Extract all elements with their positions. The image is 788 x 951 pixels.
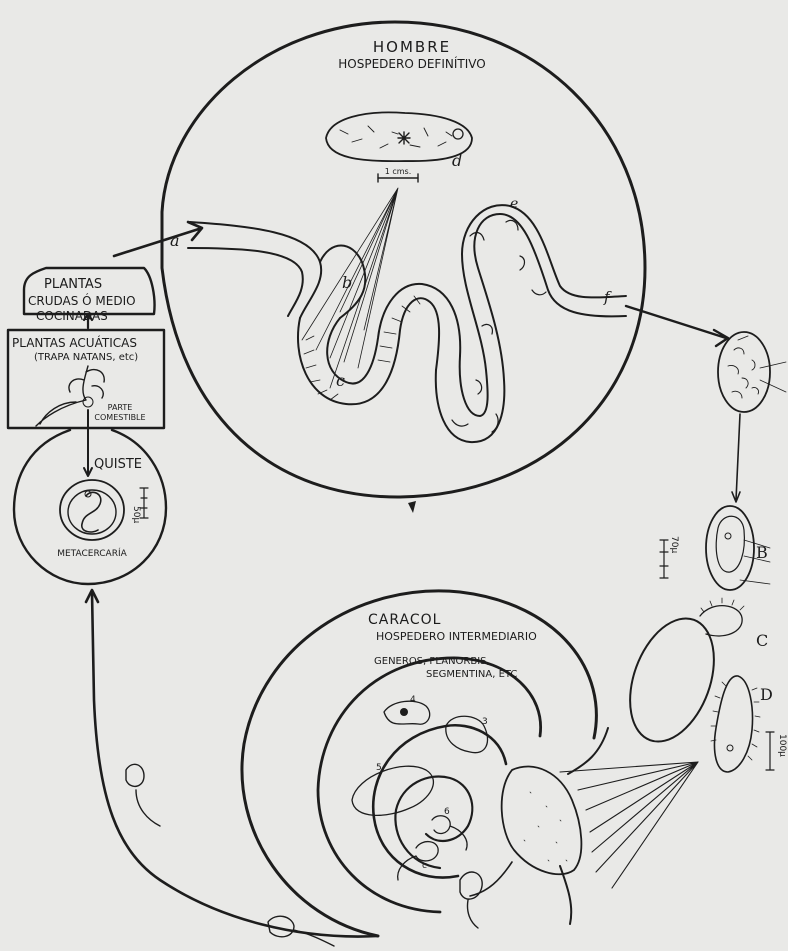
- small-arrow-mark: [408, 501, 416, 513]
- metacercaria-label: METACERCARÍA: [57, 547, 127, 559]
- egg-scale-bar: [660, 540, 668, 578]
- intestine-coil-inner: [460, 205, 626, 416]
- snail-group: CARACOL HOSPEDERO INTERMEDIARIO GENEROS,…: [242, 591, 608, 936]
- cyst-scale-label: 50μ: [131, 506, 141, 523]
- embryo-inside: [716, 516, 744, 572]
- adult-fluke-sucker: [398, 132, 410, 144]
- aquatic-plants-title: PLANTAS ACUÁTICAS: [12, 335, 137, 350]
- label-b: b: [342, 273, 352, 292]
- cyst-circle: [14, 430, 166, 584]
- adult-fluke-texture: [340, 126, 452, 148]
- definitive-host-circle-group: HOMBRE HOSPEDERO DEFINÍTIVO d 1 cms. b c…: [114, 22, 645, 513]
- edible-part-nut: [83, 397, 93, 407]
- edible-part-label-1: PARTE: [108, 403, 133, 412]
- snail-title: CARACOL: [368, 612, 441, 628]
- stage-number-3: 3: [482, 717, 488, 727]
- miracidium-eyespot: [727, 745, 733, 751]
- stage-number-c: c: [422, 861, 427, 871]
- label-d: d: [452, 151, 462, 170]
- label-a: a: [170, 231, 180, 250]
- metacercaria-body: [82, 492, 101, 532]
- duodenum-hatching: [304, 296, 420, 400]
- cyst-group: QUISTE 50μ METACERCARÍA: [14, 430, 166, 584]
- label-c: c: [336, 371, 345, 390]
- edible-part-label-2: COMESTIBLE: [94, 413, 145, 422]
- aquatic-plants-example: (TRAPA NATANS, etc): [34, 352, 138, 363]
- snail-subtitle: HOSPEDERO INTERMEDIARIO: [376, 630, 537, 643]
- return-path-group: [86, 590, 378, 946]
- infection-rays: [560, 762, 698, 888]
- snail-body-stipple: [524, 792, 567, 861]
- definitive-host-subtitle: HOSPEDERO DEFINÍTIVO: [338, 56, 485, 71]
- raw-plants-line-1: PLANTAS: [44, 277, 102, 292]
- definitive-host-circle: [162, 22, 645, 497]
- definitive-host-title: HOMBRE: [373, 38, 451, 56]
- intestine-rugae: [452, 220, 546, 432]
- arrow-plant-to-cyst: [84, 410, 92, 476]
- snail-genera-line-1: GENEROS, PLANORBIS,: [374, 656, 490, 667]
- oral-sucker: [453, 129, 463, 139]
- raw-plants-line-3: COCINADAS: [36, 309, 108, 323]
- stage-number-6: 6: [444, 807, 450, 817]
- miracidium-scale-bar: [766, 732, 774, 770]
- stage-number-4: 4: [410, 695, 416, 705]
- miracidium-scale-label: 100μ: [777, 734, 787, 757]
- cercaria-free-1: [126, 764, 160, 826]
- egg-scale-label: 70μ: [669, 536, 679, 553]
- egg-stages-group: B 70μ C D 100μ: [560, 306, 787, 888]
- cyst-wall-outer: [60, 480, 124, 540]
- egg-unembryonated: [718, 332, 770, 412]
- esophagus-tube-inner: [188, 248, 303, 316]
- egg-shell-hatched: [614, 607, 729, 753]
- cercaria-escaping: [460, 872, 482, 928]
- egg-granules: [728, 336, 759, 398]
- snail-spiral-core: [395, 776, 472, 868]
- miracidium-free: [715, 676, 753, 772]
- stage-C-label: C: [756, 631, 768, 650]
- scale-1cm-label: 1 cms.: [385, 167, 412, 176]
- snail-foot-lobe: [470, 862, 512, 896]
- snail-body: [502, 767, 582, 875]
- raw-plants-line-2: CRUDAS Ó MEDIO: [28, 293, 136, 308]
- sporocyst-4-germ: [400, 708, 408, 716]
- duodenum-loop: [298, 298, 439, 404]
- arrow-excretion-to-egg: [626, 306, 728, 346]
- redia-5: [352, 766, 433, 815]
- embryo-eyespot: [725, 533, 731, 539]
- arrow-egg-to-embryo: [732, 414, 740, 502]
- egg-pointer: [760, 362, 786, 392]
- snail-tentacle-upper: [568, 728, 608, 774]
- cercaria-6: [432, 816, 467, 850]
- stage-B-label: B: [756, 543, 768, 562]
- snail-spiral-inner: [373, 725, 506, 877]
- snail-spiral-middle: [318, 658, 541, 912]
- cyst-label: QUISTE: [94, 457, 142, 472]
- egg-embryonated: [706, 506, 754, 590]
- entry-arrow-a: [114, 222, 202, 256]
- label-e: e: [510, 196, 518, 212]
- snail-genera-line-2: SEGMENTINA, ETC: [426, 669, 517, 680]
- stage-number-5: 5: [376, 763, 382, 773]
- stage-D-label: D: [760, 685, 773, 704]
- plants-group: PLANTAS CRUDAS Ó MEDIO COCINADAS PLANTAS…: [8, 268, 164, 476]
- adult-fluke: [326, 112, 472, 161]
